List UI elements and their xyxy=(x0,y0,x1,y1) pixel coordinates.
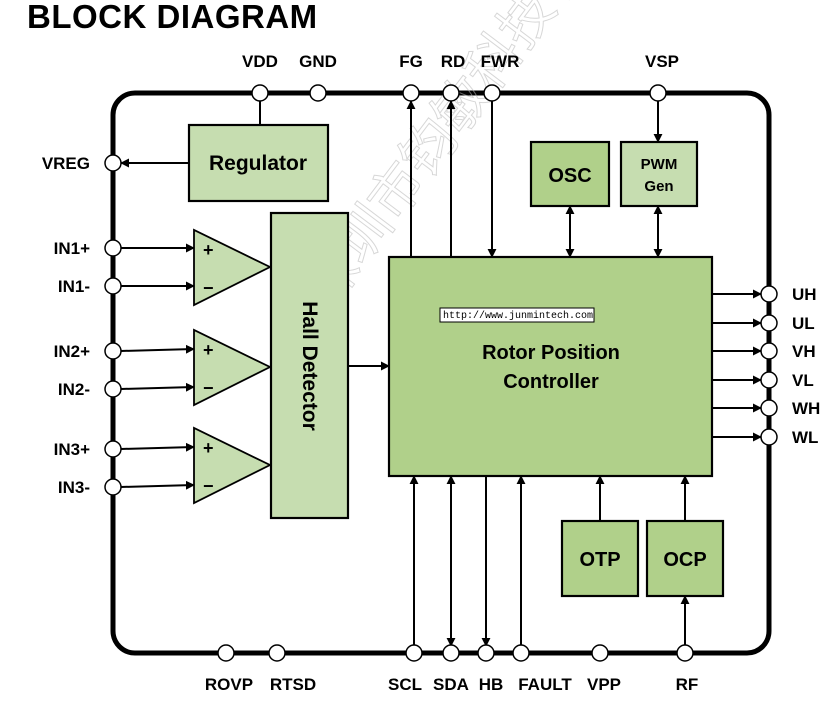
pin-fg xyxy=(402,84,420,102)
osc-block: OSC xyxy=(529,140,611,208)
hall-detector-label: Hall Detector xyxy=(298,301,321,431)
label-fwr: FWR xyxy=(481,52,520,71)
pin-in3p xyxy=(104,440,122,458)
pin-vreg xyxy=(104,154,122,172)
pin-in3n xyxy=(104,478,122,496)
pin-gnd xyxy=(309,84,327,102)
url-label: http://www.junmintech.com xyxy=(443,310,593,322)
label-fg: FG xyxy=(399,52,423,71)
label-wh: WH xyxy=(792,399,820,418)
comparator-1: + − xyxy=(193,228,273,307)
wire-in3p xyxy=(120,442,195,452)
pin-vpp xyxy=(591,644,609,662)
label-vreg: VREG xyxy=(42,154,90,173)
hall-detector-block: Hall Detector xyxy=(269,211,350,520)
pin-rd xyxy=(442,84,460,102)
label-vh: VH xyxy=(792,342,816,361)
pin-fwr xyxy=(483,84,501,102)
label-gnd: GND xyxy=(299,52,337,71)
regulator-label: Regulator xyxy=(209,152,307,175)
pwm-label: PWM xyxy=(641,156,678,173)
rotor-label-line1: Rotor Position xyxy=(482,342,620,364)
label-fault: FAULT xyxy=(518,675,572,694)
pin-vdd xyxy=(251,84,269,102)
pin-hb xyxy=(477,644,495,662)
label-sda: SDA xyxy=(433,675,469,694)
pin-rf xyxy=(676,644,694,662)
osc-label: OSC xyxy=(548,165,591,187)
pin-vh xyxy=(760,342,778,360)
pins xyxy=(104,84,778,662)
pin-rovp xyxy=(217,644,235,662)
otp-label: OTP xyxy=(579,549,620,571)
comparator-2-minus: − xyxy=(203,378,214,398)
label-vsp: VSP xyxy=(645,52,679,71)
wire-in3n xyxy=(120,480,195,490)
pin-sda xyxy=(442,644,460,662)
label-rovp: ROVP xyxy=(205,675,253,694)
wire-in2n xyxy=(120,382,195,392)
ocp-block: OCP xyxy=(645,519,725,598)
label-rf: RF xyxy=(676,675,699,694)
rotor-label-line2: Controller xyxy=(503,371,599,393)
label-hb: HB xyxy=(479,675,504,694)
comparator-3-minus: − xyxy=(203,476,214,496)
comparator-3: + − xyxy=(193,426,273,505)
pwm-gen-block: PWM Gen xyxy=(619,140,699,208)
rotor-position-controller-block: Rotor Position Controller xyxy=(387,255,714,478)
label-vl: VL xyxy=(792,371,814,390)
otp-block: OTP xyxy=(560,519,640,598)
comparator-2-plus: + xyxy=(203,340,214,360)
label-vpp: VPP xyxy=(587,675,621,694)
label-in3p: IN3+ xyxy=(54,440,90,459)
ocp-label: OCP xyxy=(663,549,706,571)
pin-in2n xyxy=(104,380,122,398)
url-label-box: http://www.junmintech.com xyxy=(439,307,595,323)
comparator-1-minus: − xyxy=(203,278,214,298)
pin-in2p xyxy=(104,342,122,360)
pin-rtsd xyxy=(268,644,286,662)
pin-in1n xyxy=(104,277,122,295)
label-in2p: IN2+ xyxy=(54,342,90,361)
label-uh: UH xyxy=(792,285,817,304)
label-ul: UL xyxy=(792,314,815,333)
pin-fault xyxy=(512,644,530,662)
pin-labels: VDD GND FG RD FWR VSP VREG IN1+ IN1- IN2… xyxy=(42,52,821,694)
gen-label: Gen xyxy=(644,178,673,195)
pin-uh xyxy=(760,285,778,303)
label-in2n: IN2- xyxy=(58,380,90,399)
regulator-block: Regulator xyxy=(187,123,330,203)
pin-ul xyxy=(760,314,778,332)
label-in1n: IN1- xyxy=(58,277,90,296)
label-in1p: IN1+ xyxy=(54,239,90,258)
comparator-3-plus: + xyxy=(203,438,214,458)
label-in3n: IN3- xyxy=(58,478,90,497)
label-rtsd: RTSD xyxy=(270,675,316,694)
diagram-title: BLOCK DIAGRAM xyxy=(27,0,318,35)
label-wl: WL xyxy=(792,428,818,447)
label-scl: SCL xyxy=(388,675,422,694)
comparator-1-plus: + xyxy=(203,240,214,260)
pin-wh xyxy=(760,399,778,417)
pin-vsp xyxy=(649,84,667,102)
wire-in2p xyxy=(120,344,195,354)
pin-wl xyxy=(760,428,778,446)
wires xyxy=(120,100,762,647)
pin-vl xyxy=(760,371,778,389)
pin-scl xyxy=(405,644,423,662)
label-vdd: VDD xyxy=(242,52,278,71)
pin-in1p xyxy=(104,239,122,257)
label-rd: RD xyxy=(441,52,466,71)
comparator-2: + − xyxy=(193,328,273,407)
